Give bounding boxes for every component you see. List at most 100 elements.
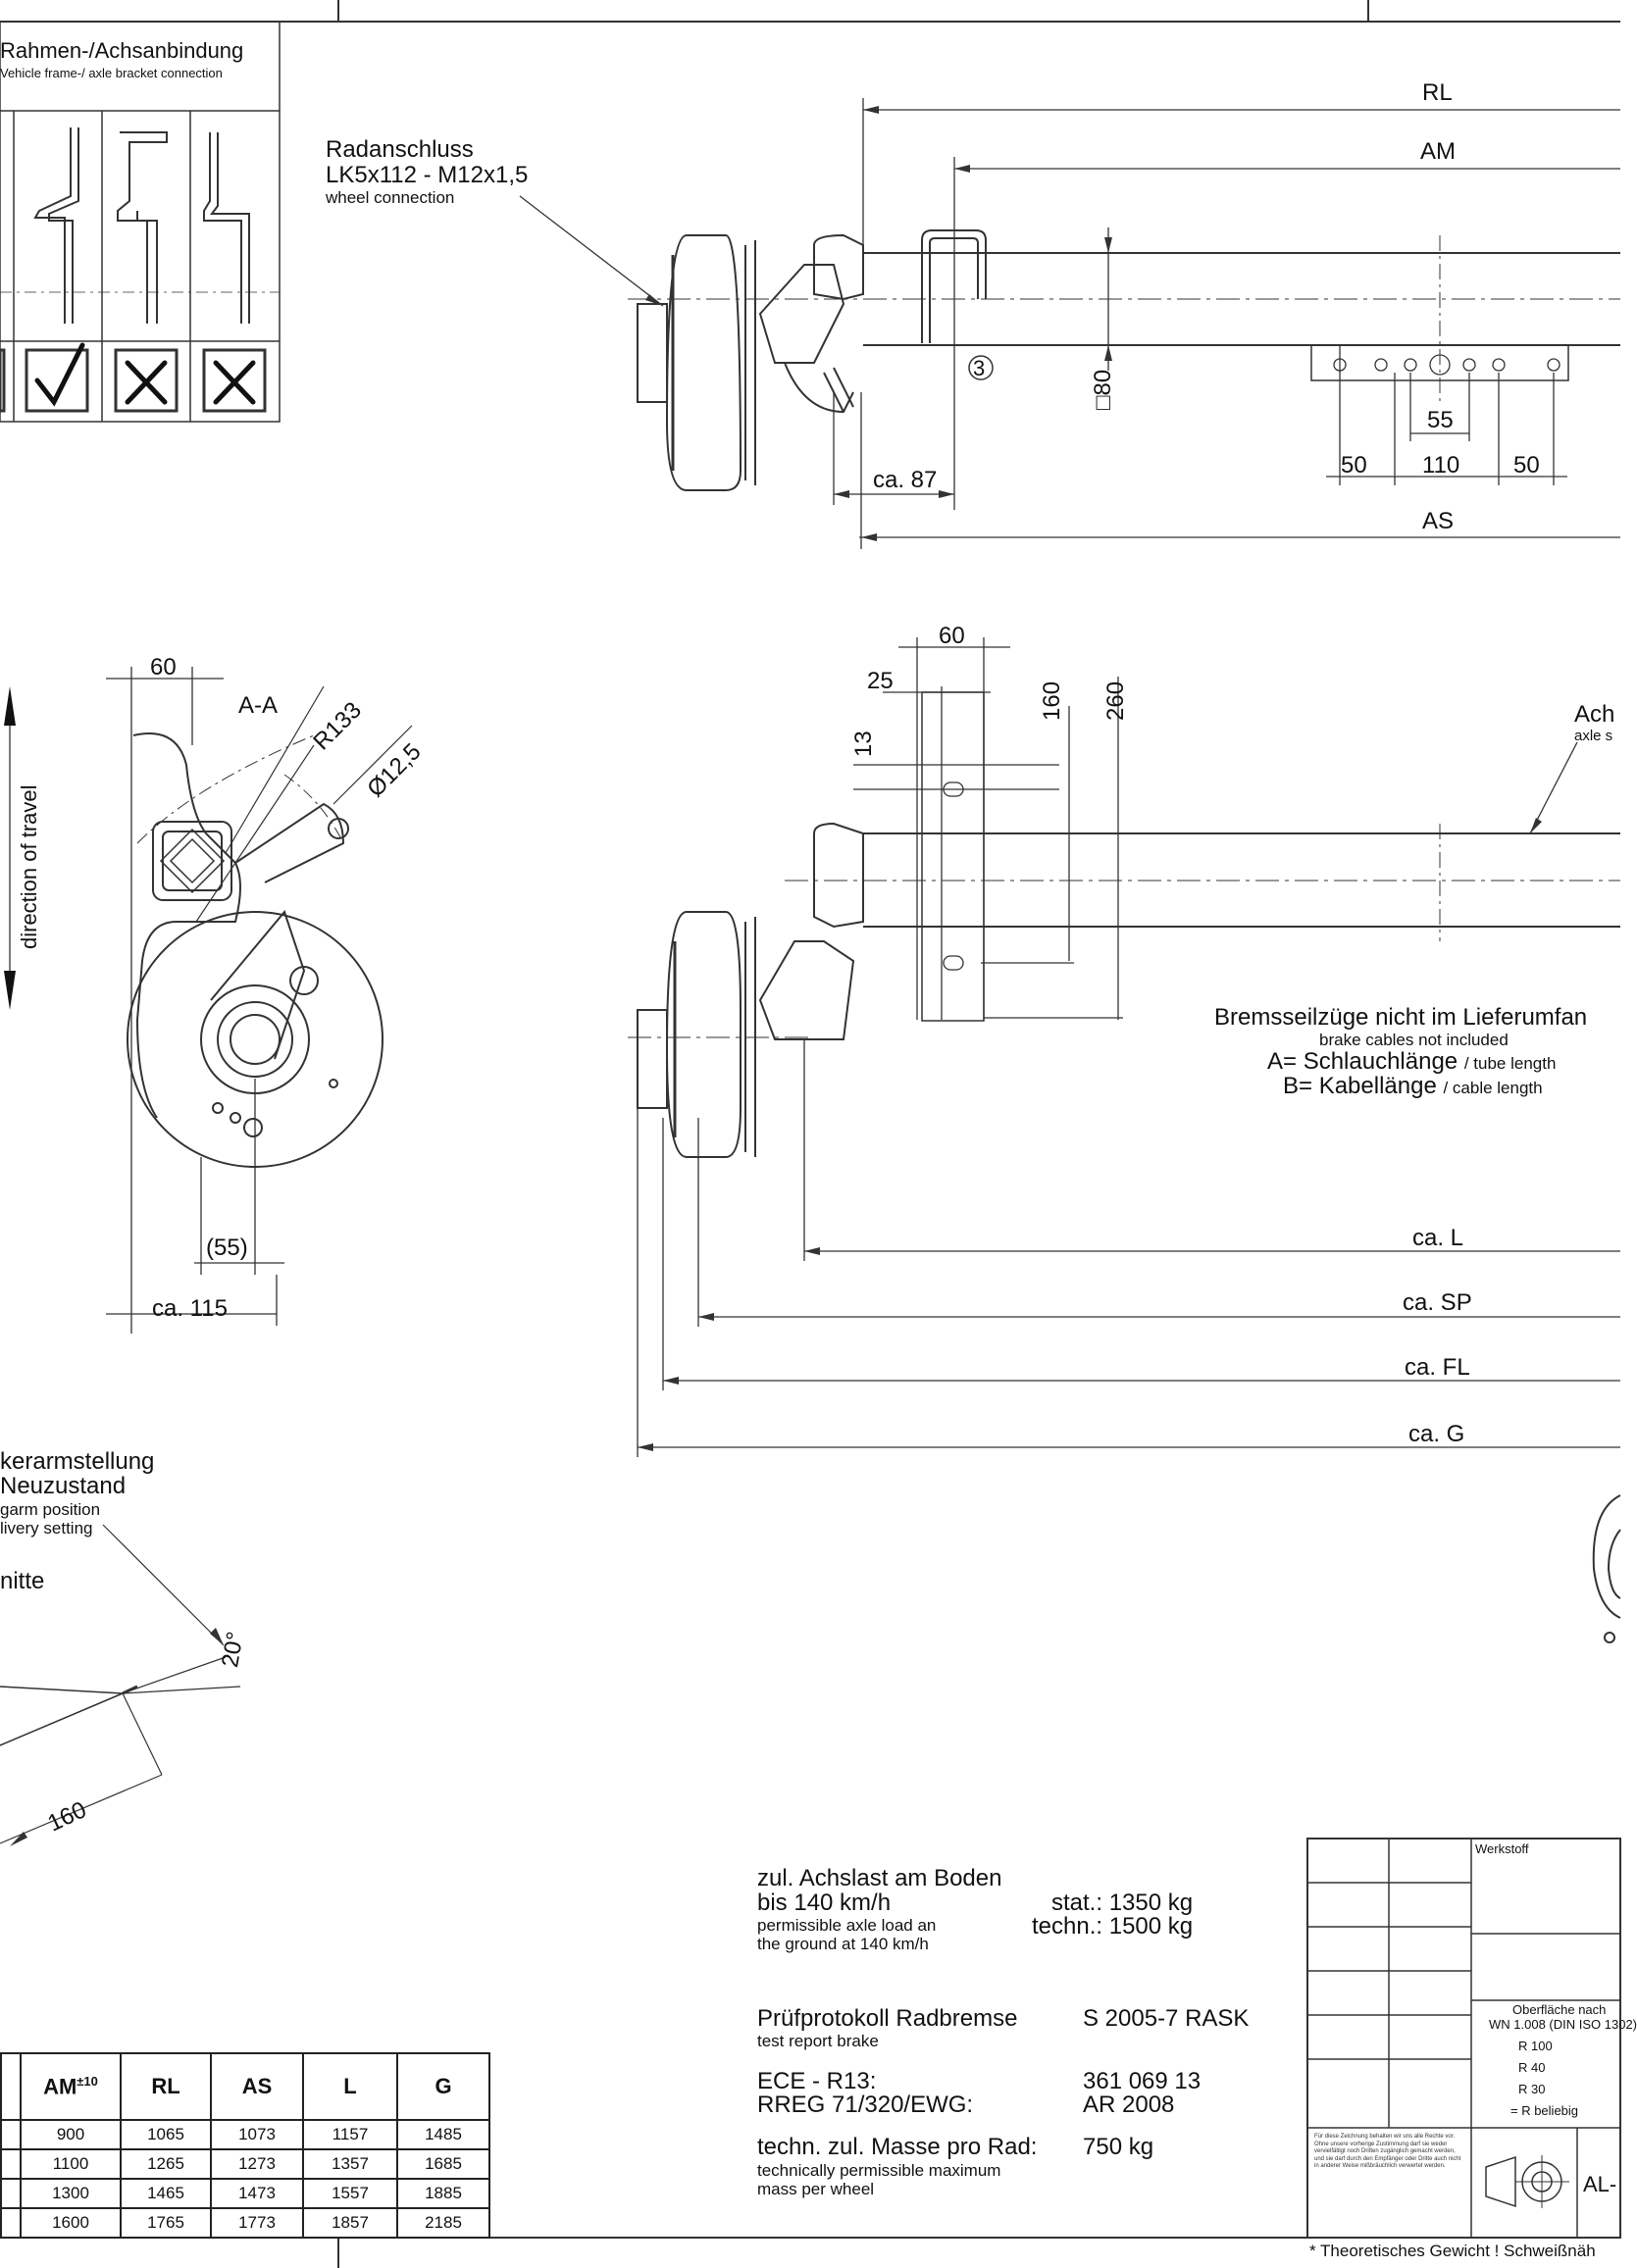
table-cell [0,2178,22,2209]
front-dimension-13: 13 [850,731,877,757]
cable-length-note: B= Kabellänge / cable length [1283,1073,1543,1099]
lever-position-label-en: garm position [0,1500,101,1519]
table-header-as: AS [210,2052,304,2121]
table-cell: 2185 [396,2207,490,2239]
dimension-50-left: 50 [1341,452,1367,479]
max-mass-value: 750 kg [1083,2134,1154,2160]
side-dimension-60: 60 [150,654,177,680]
dimension-ca-sp: ca. SP [1403,1289,1472,1316]
table-header-row: AM±10 RL AS L G [0,2052,490,2121]
direction-of-travel: direction of travel [17,784,41,949]
frame-connection-title: Rahmen-/Achsanbindung [0,38,244,63]
table-cell: 1065 [120,2119,212,2150]
table-header-cell [0,2052,22,2121]
table-cell [0,2148,22,2180]
table-cell: 1765 [120,2207,212,2239]
copyright-note: Für diese Zeichnung behalten wir uns all… [1314,2134,1461,2169]
static-load: stat.: 1350 kg [1051,1890,1194,1916]
table-cell: 1557 [302,2178,398,2209]
dimension-55: 55 [1427,407,1454,433]
center-label: nitte [0,1568,45,1594]
table-row: 1300 1465 1473 1557 1885 [0,2178,490,2209]
material-label: Werkstoff [1475,1841,1529,1856]
rreg-value: AR 2008 [1083,2092,1175,2118]
test-report-label-en: test report brake [757,2032,879,2050]
table-cell: 1300 [20,2178,122,2209]
wheel-connection-spec: LK5x112 - M12x1,5 [326,162,529,188]
roughness-r100: R 100 [1518,2039,1553,2053]
ece-value: 361 069 13 [1083,2068,1202,2094]
max-mass-label-en-2: mass per wheel [757,2180,875,2198]
lever-view-drawing [0,1524,241,1846]
table-cell [0,2207,22,2239]
x-mark-icon [213,360,256,405]
table-cell: 1100 [20,2148,122,2180]
table-header-g: G [396,2052,490,2121]
frame-connection-panel [0,21,281,423]
rreg-label: RREG 71/320/EWG: [757,2092,974,2118]
table-cell: 1273 [210,2148,304,2180]
table-cell: 1465 [120,2178,212,2209]
table-cell: 1157 [302,2119,398,2150]
drawing-code: AL- [1583,2172,1617,2196]
table-cell: 900 [20,2119,122,2150]
table-cell [0,2119,22,2150]
side-dimension-ca-115: ca. 115 [152,1295,228,1322]
front-dimension-25: 25 [867,668,894,694]
axle-load-label-en: permissible axle load an [757,1916,937,1935]
lever-position-label: kerarmstellung [0,1448,155,1475]
technical-load: techn.: 1500 kg [1032,1913,1194,1940]
check-icon [34,342,85,407]
ece-label: ECE - R13: [757,2068,877,2094]
roughness-any: = R beliebig [1510,2103,1579,2118]
brake-cables-note: Bremsseilzüge nicht im Lieferumfan [1214,1004,1588,1031]
axle-load-speed-en: the ground at 140 km/h [757,1935,929,1953]
top-view-drawing [519,98,1620,549]
table-cell: 1857 [302,2207,398,2239]
table-cell: 1265 [120,2148,212,2180]
front-dimension-60: 60 [939,623,965,649]
table-cell: 1773 [210,2207,304,2239]
table-header-l: L [302,2052,398,2121]
roughness-r40: R 40 [1518,2060,1546,2075]
table-cell: 1485 [396,2119,490,2150]
table-cell: 1885 [396,2178,490,2209]
test-report-label: Prüfprotokoll Radbremse [757,2005,1018,2032]
dimension-50-right: 50 [1513,452,1540,479]
lever-angle-20: 20° [217,1630,249,1670]
max-mass-label-en: technically permissible maximum [757,2161,1001,2180]
table-header-am: AM±10 [20,2052,122,2121]
dimension-square-80: □80 [1090,369,1116,410]
dimension-ca-g: ca. G [1408,1421,1465,1447]
axle-label: Ach [1574,701,1615,728]
tube-length-note: A= Schlauchlänge / tube length [1267,1048,1557,1075]
dimension-am: AM [1420,138,1456,165]
dimension-as: AS [1422,508,1455,534]
test-report-value: S 2005-7 RASK [1083,2005,1250,2032]
front-dimension-260: 260 [1102,680,1129,721]
wheel-connection-label: Radanschluss [326,136,474,163]
dimension-table: AM±10 RL AS L G 900 1065 1073 1157 1485 … [0,2052,490,2239]
title-block [1306,1838,1621,2239]
dimension-ca-l: ca. L [1412,1225,1464,1251]
table-row: 900 1065 1073 1157 1485 [0,2119,490,2150]
side-dimension-55: (55) [206,1235,248,1261]
x-mark-icon [125,360,168,405]
roughness-r30: R 30 [1518,2082,1546,2096]
table-cell: 1073 [210,2119,304,2150]
brake-cables-note-en: brake cables not included [1319,1031,1509,1049]
surface-standard: WN 1.008 (DIN ISO 1302) [1489,2017,1637,2032]
dimension-110: 110 [1422,452,1460,479]
surface-label: Oberfläche nach [1512,2002,1607,2017]
table-cell: 1357 [302,2148,398,2180]
table-cell: 1600 [20,2207,122,2239]
front-view-drawing [628,637,1621,1643]
dimension-rl: RL [1422,79,1453,106]
table-row: 1600 1765 1773 1857 2185 [0,2207,490,2239]
axle-label-en: axle s [1574,728,1613,744]
footer-weight-note: * Theoretisches Gewicht ! Schweißnäh [1309,2242,1596,2260]
max-mass-label: techn. zul. Masse pro Rad: [757,2134,1038,2160]
lever-new-state-label: Neuzustand [0,1473,127,1499]
